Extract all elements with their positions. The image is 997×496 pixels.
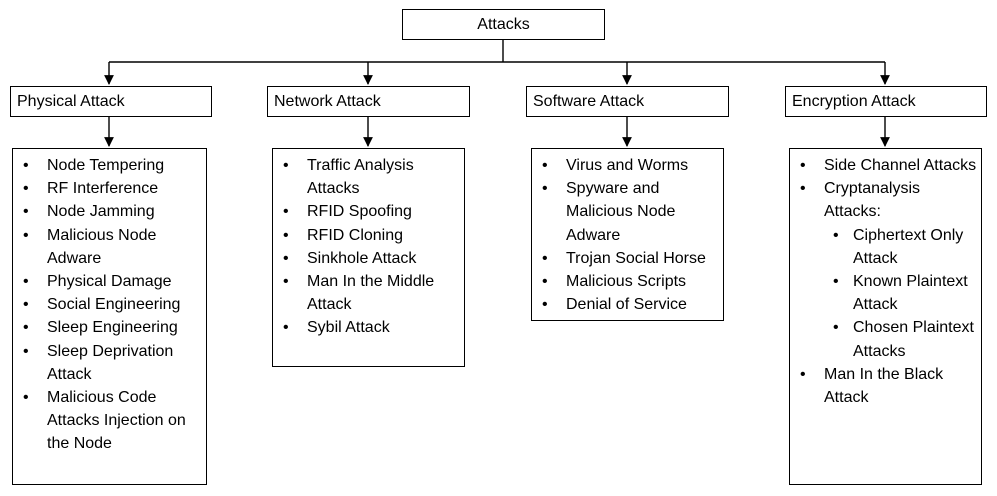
list-item: Man In the Black Attack <box>790 363 977 409</box>
list-item: Node Tempering <box>13 154 202 177</box>
physical-attack-list: Node Tempering RF Interference Node Jamm… <box>12 148 207 485</box>
list-item: Denial of Service <box>532 293 719 316</box>
list-item: Node Jamming <box>13 200 202 223</box>
list-item: Sleep Deprivation Attack <box>13 340 202 386</box>
category-title: Encryption Attack <box>792 93 916 110</box>
list-item: RF Interference <box>13 177 202 200</box>
list-item: Spyware and Malicious Node Adware <box>532 177 719 247</box>
sublist-item: Known Plaintext Attack <box>824 270 977 316</box>
root-label: Attacks <box>477 16 530 33</box>
list-item: Physical Damage <box>13 270 202 293</box>
list-item: Traffic Analysis Attacks <box>273 154 460 200</box>
list-item: Social Engineering <box>13 293 202 316</box>
list-item: Sleep Engineering <box>13 316 202 339</box>
list-item: Trojan Social Horse <box>532 247 719 270</box>
list-item-label: Cryptanalysis Attacks: <box>824 180 921 221</box>
cryptanalysis-sublist: Ciphertext Only Attack Known Plaintext A… <box>824 224 977 363</box>
category-title: Software Attack <box>533 93 645 110</box>
list-item: Sinkhole Attack <box>273 247 460 270</box>
category-software-attack: Software Attack <box>526 86 729 117</box>
software-attack-list: Virus and Worms Spyware and Malicious No… <box>531 148 724 321</box>
category-encryption-attack: Encryption Attack <box>785 86 987 117</box>
sublist-item: Chosen Plaintext Attacks <box>824 316 977 362</box>
list-item: RFID Spoofing <box>273 200 460 223</box>
network-attack-list: Traffic Analysis Attacks RFID Spoofing R… <box>272 148 465 367</box>
list-item: Man In the Middle Attack <box>273 270 460 316</box>
list-item: RFID Cloning <box>273 224 460 247</box>
list-item: Malicious Node Adware <box>13 224 202 270</box>
sublist-item: Ciphertext Only Attack <box>824 224 977 270</box>
list-item: Virus and Worms <box>532 154 719 177</box>
list-item: Sybil Attack <box>273 316 460 339</box>
list-item: Malicious Scripts <box>532 270 719 293</box>
root-node: Attacks <box>402 9 605 40</box>
list-item: Malicious Code Attacks Injection on the … <box>13 386 202 456</box>
list-item-cryptanalysis: Cryptanalysis Attacks: Ciphertext Only A… <box>790 177 977 363</box>
encryption-attack-list: Side Channel Attacks Cryptanalysis Attac… <box>789 148 982 485</box>
category-network-attack: Network Attack <box>267 86 470 117</box>
category-title: Network Attack <box>274 93 381 110</box>
category-physical-attack: Physical Attack <box>10 86 212 117</box>
list-item: Side Channel Attacks <box>790 154 977 177</box>
category-title: Physical Attack <box>17 93 125 110</box>
